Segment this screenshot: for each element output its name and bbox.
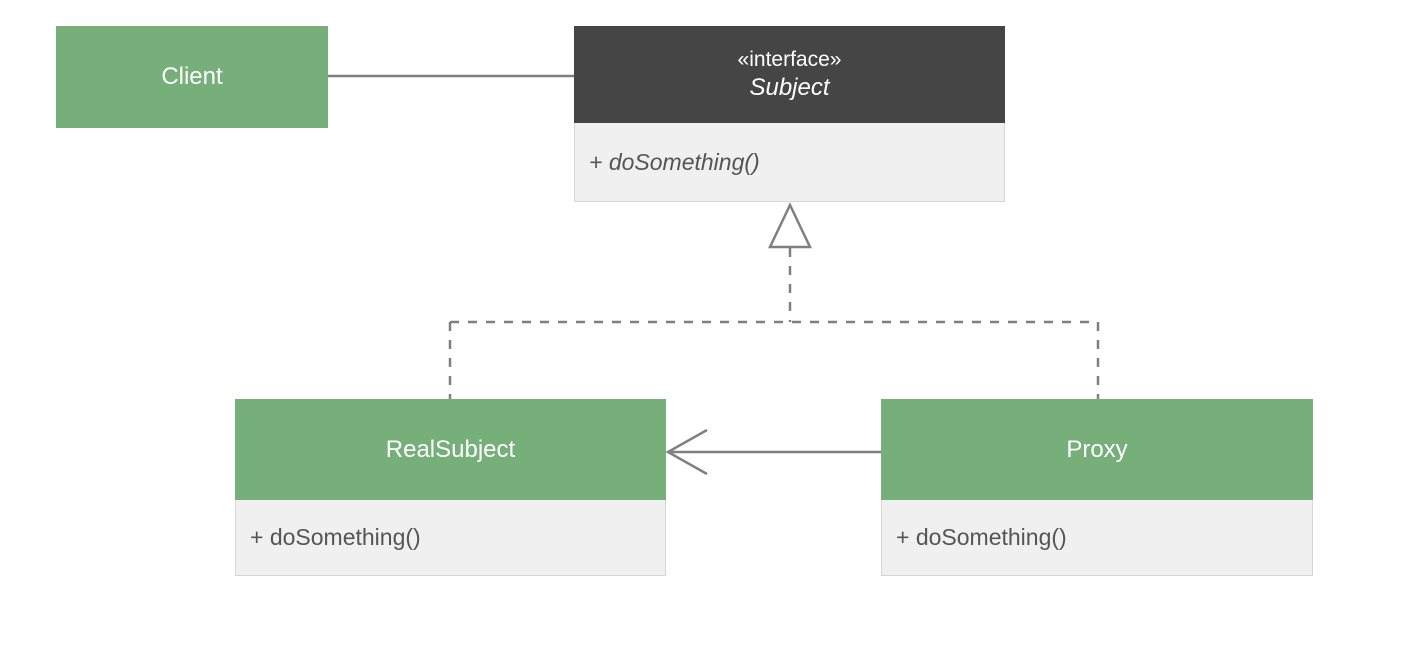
- class-node-realsubject[interactable]: RealSubject + doSomething(): [235, 399, 666, 576]
- class-node-subject[interactable]: «interface» Subject + doSomething(): [574, 26, 1005, 202]
- class-stereotype-subject: «interface»: [737, 47, 842, 71]
- operation-realsubject-dosomething: + doSomething(): [250, 524, 421, 550]
- class-operations-proxy: + doSomething(): [881, 500, 1313, 576]
- operation-subject-dosomething: + doSomething(): [589, 148, 760, 175]
- class-node-client[interactable]: Client: [56, 26, 328, 128]
- class-name-proxy: Proxy: [1066, 435, 1128, 463]
- class-operations-realsubject: + doSomething(): [235, 500, 666, 576]
- class-name-realsubject: RealSubject: [385, 435, 516, 463]
- class-header-realsubject: RealSubject: [235, 399, 666, 500]
- class-header-subject: «interface» Subject: [574, 26, 1005, 123]
- class-header-proxy: Proxy: [881, 399, 1313, 500]
- class-node-proxy[interactable]: Proxy + doSomething(): [881, 399, 1313, 576]
- class-name-subject: Subject: [749, 73, 830, 101]
- class-name-client: Client: [161, 63, 223, 90]
- operation-proxy-dosomething: + doSomething(): [896, 524, 1067, 550]
- class-header-client: Client: [56, 26, 328, 128]
- class-operations-subject: + doSomething(): [574, 123, 1005, 202]
- open-arrowhead-icon: [665, 428, 708, 476]
- hollow-triangle-arrowhead-icon: [768, 202, 812, 249]
